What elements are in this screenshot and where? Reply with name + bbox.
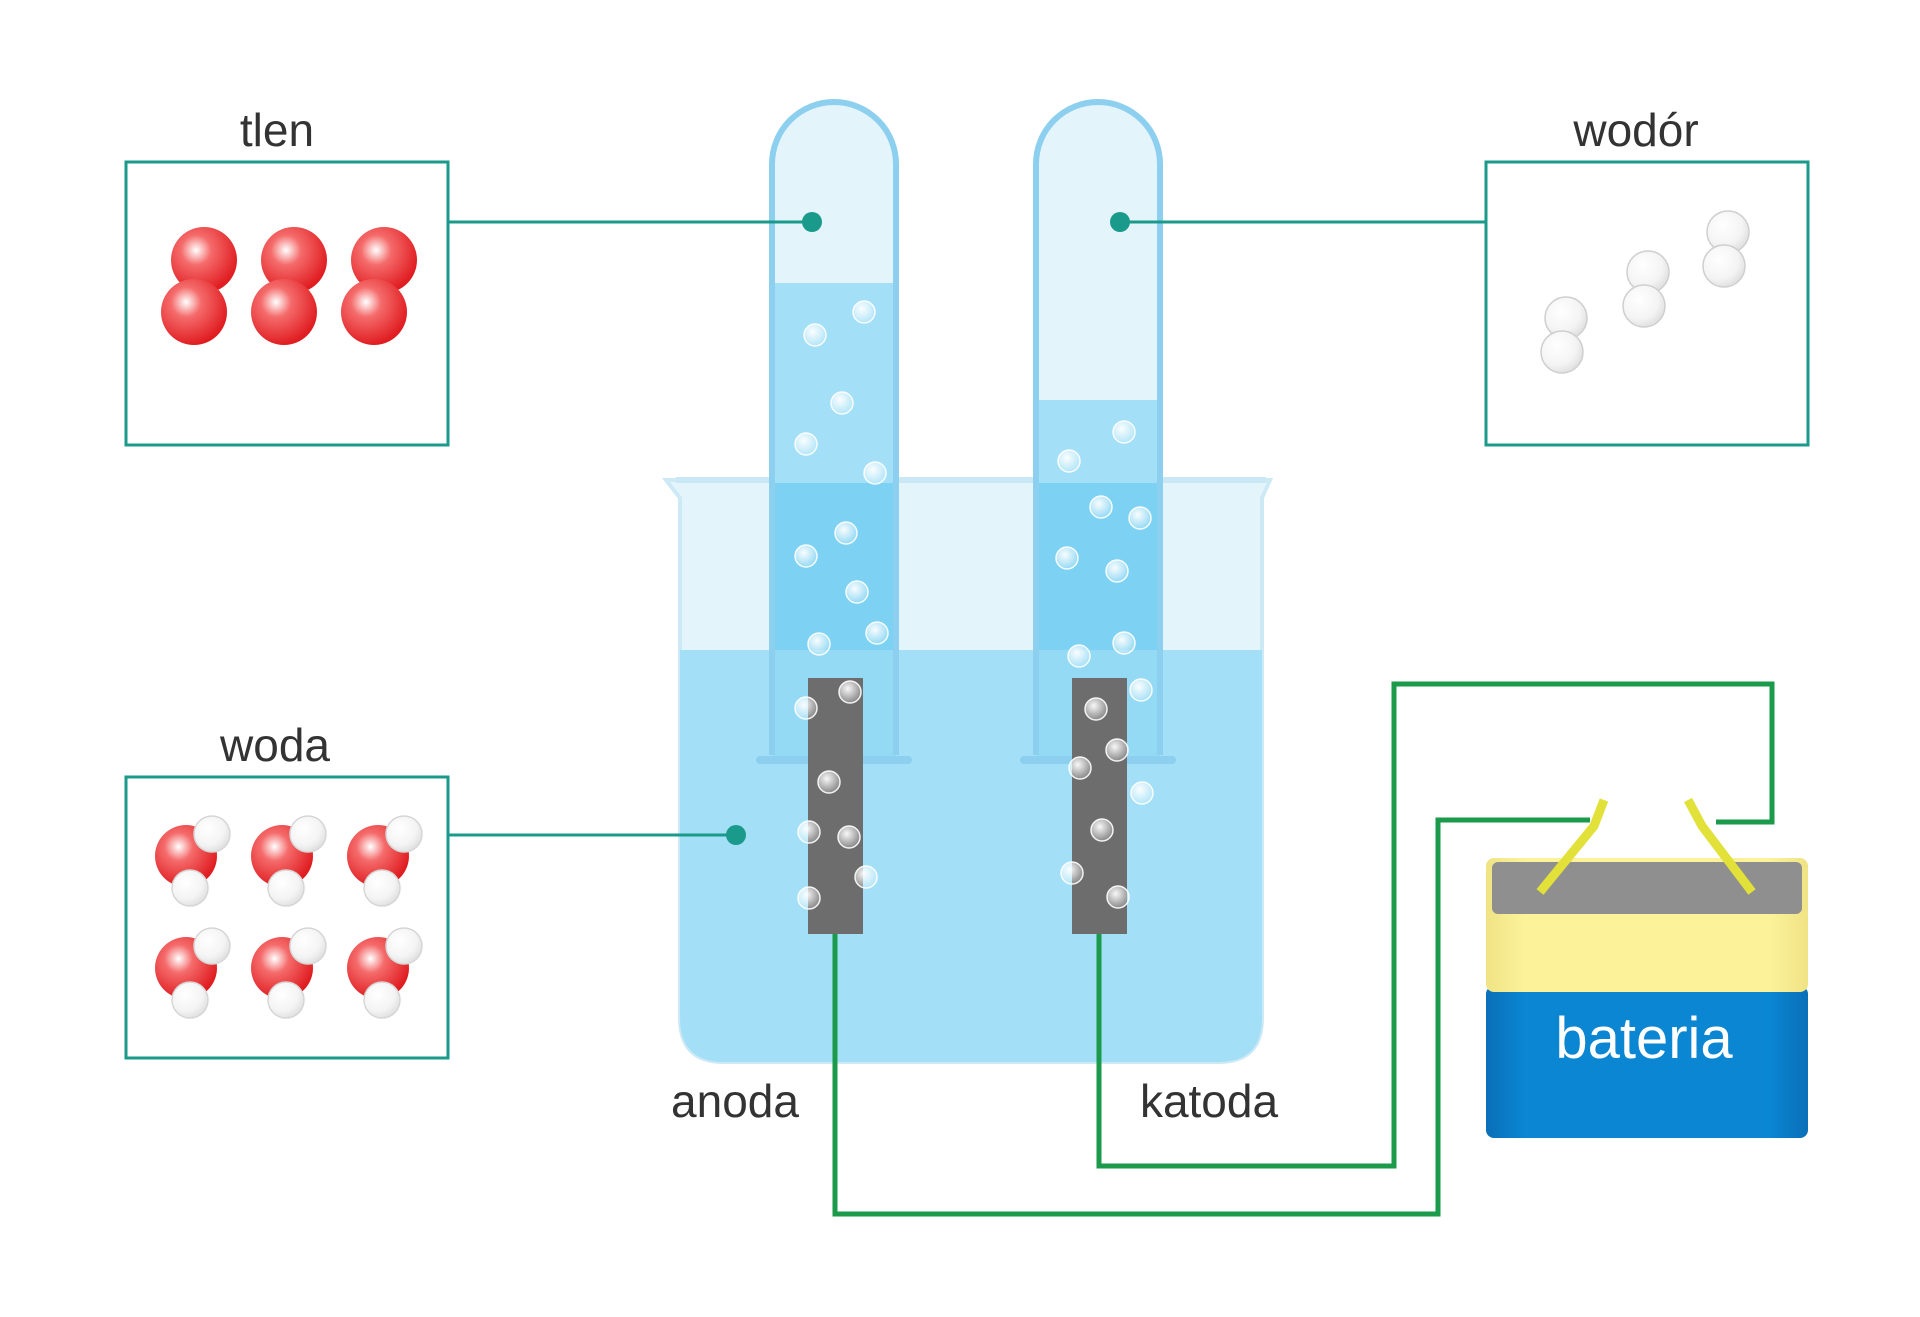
hydrogen-atom	[289, 927, 327, 965]
bubble	[1128, 506, 1152, 530]
callout-dot-water	[726, 825, 746, 845]
hydrogen-atom	[193, 815, 231, 853]
oxygen-atom	[341, 279, 407, 345]
hydrogen-molecules	[1540, 210, 1750, 374]
test-tube-hydrogen	[1020, 99, 1176, 764]
water-molecules	[155, 815, 423, 1019]
battery-top	[1492, 862, 1802, 914]
hydrogen-atom	[363, 981, 401, 1019]
battery: bateria	[1486, 797, 1808, 1138]
bubble	[797, 820, 821, 844]
anode-wire	[832, 817, 1590, 1217]
hydrogen-atom	[171, 981, 209, 1019]
bubble	[817, 770, 841, 794]
anode-label: anoda	[671, 1075, 799, 1127]
callout-dot-hydrogen	[1110, 212, 1130, 232]
bubble	[1129, 678, 1153, 702]
hydrogen-atom	[1540, 330, 1584, 374]
beaker-water	[680, 650, 1262, 1062]
bubble	[807, 632, 831, 656]
bubble	[794, 432, 818, 456]
battery-body-blue	[1486, 986, 1808, 1138]
battery-label: bateria	[1555, 1006, 1733, 1071]
bubble	[1112, 420, 1136, 444]
bubble	[794, 544, 818, 568]
oxygen-atom	[251, 279, 317, 345]
water-molecule	[251, 927, 327, 1019]
callout-dot-oxygen	[802, 212, 822, 232]
oxygen-molecule	[341, 227, 417, 345]
water-molecule	[347, 927, 423, 1019]
water-label: woda	[219, 719, 330, 771]
bubble	[1106, 885, 1130, 909]
water-molecule	[155, 815, 231, 907]
oxygen-label: tlen	[240, 104, 314, 156]
bubble	[854, 865, 878, 889]
water-molecule	[347, 815, 423, 907]
hydrogen-atom	[267, 869, 305, 907]
terminal-negative-icon	[1536, 798, 1609, 895]
oxygen-molecule	[251, 227, 327, 345]
bubble	[1084, 697, 1108, 721]
hydrogen-atom	[363, 869, 401, 907]
bubble	[1105, 559, 1129, 583]
hydrogen-atom	[171, 869, 209, 907]
hydrogen-atom	[385, 815, 423, 853]
bubble	[863, 461, 887, 485]
oxygen-atom	[261, 227, 327, 293]
bubble	[1112, 631, 1136, 655]
circuit-wires	[832, 681, 1775, 1217]
oxygen-molecule	[161, 227, 237, 345]
callout-lines	[448, 220, 1486, 837]
bubble	[1060, 861, 1084, 885]
bubble	[838, 680, 862, 704]
oxygen-atom	[351, 227, 417, 293]
hydrogen-atom	[385, 927, 423, 965]
bubble	[1067, 644, 1091, 668]
oxygen-molecules	[161, 227, 417, 345]
hydrogen-atom	[1702, 244, 1746, 288]
bubble	[837, 825, 861, 849]
hydrogen-molecule	[1622, 250, 1670, 328]
bubble	[1057, 449, 1081, 473]
bubble	[865, 621, 889, 645]
hydrogen-atom	[289, 815, 327, 853]
hydrogen-molecule	[1540, 296, 1588, 374]
oxygen-atom	[171, 227, 237, 293]
bubble	[1130, 781, 1154, 805]
hydrogen-atom	[193, 927, 231, 965]
water-molecule	[155, 927, 231, 1019]
bubble	[1068, 756, 1092, 780]
test-tube-oxygen	[756, 99, 912, 764]
bubble	[1089, 495, 1113, 519]
hydrogen-atom	[1622, 284, 1666, 328]
hydrogen-label: wodór	[1572, 104, 1698, 156]
hydrogen-atom	[267, 981, 305, 1019]
oxygen-atom	[161, 279, 227, 345]
hydrogen-molecule	[1702, 210, 1750, 288]
bubble	[830, 391, 854, 415]
bubble	[794, 696, 818, 720]
bubble	[845, 580, 869, 604]
beaker	[661, 477, 1274, 1064]
terminal-positive-icon	[1684, 797, 1756, 895]
bubble	[797, 886, 821, 910]
bubble	[834, 521, 858, 545]
bubble	[1055, 546, 1079, 570]
bubble	[1105, 738, 1129, 762]
cathode-wire	[1096, 681, 1775, 1169]
water-molecule	[251, 815, 327, 907]
bubble	[1090, 818, 1114, 842]
bubble	[852, 300, 876, 324]
cathode-label: katoda	[1140, 1075, 1279, 1127]
gas-bubbles	[794, 300, 1154, 910]
bubble	[803, 323, 827, 347]
